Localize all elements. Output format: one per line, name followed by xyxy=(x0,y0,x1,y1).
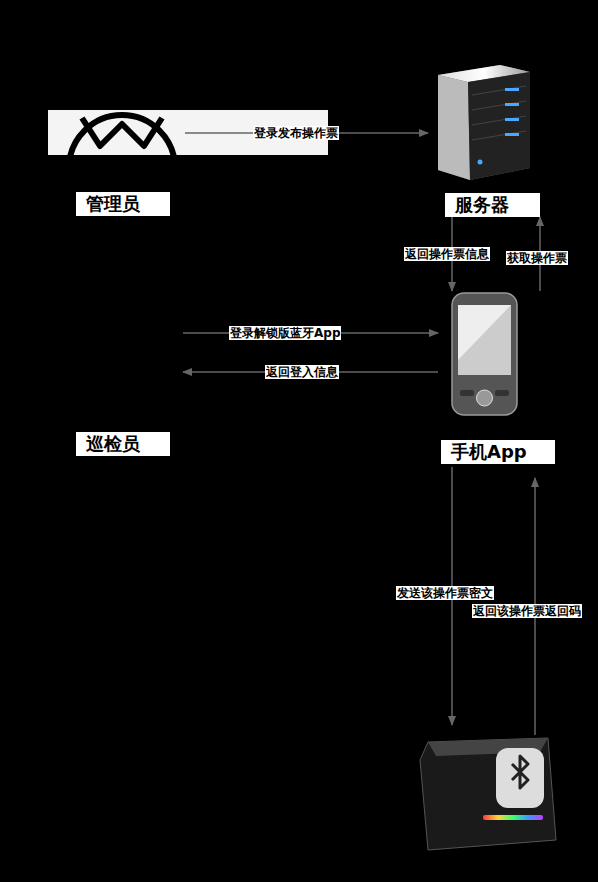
wire-label: 发送该操作票密文 xyxy=(396,586,494,600)
node-box: 服务器 xyxy=(428,60,542,217)
bluetooth-device-icon xyxy=(420,738,556,850)
wire-label: 返回该操作票返回码 xyxy=(472,604,582,618)
edge-label: 返回登入信息 xyxy=(265,365,339,379)
node-box: 管理员 xyxy=(60,100,185,216)
edge-label: 登录解锁版蓝牙App xyxy=(229,326,341,340)
edge-label: 获取操作票 xyxy=(506,251,568,265)
node-box: 手机App xyxy=(438,291,558,464)
node-label: 巡检员 xyxy=(76,432,170,456)
edge-label: 登录发布操作票 xyxy=(253,126,339,140)
node-label: 管理员 xyxy=(76,192,170,216)
node-label: 手机App xyxy=(441,440,555,464)
server-icon xyxy=(438,65,530,180)
phone-icon xyxy=(452,293,517,415)
node-label: 服务器 xyxy=(445,193,540,217)
node-box: 巡检员 xyxy=(66,310,183,456)
edge-label: 返回操作票信息 xyxy=(404,247,490,261)
wire xyxy=(452,467,535,735)
